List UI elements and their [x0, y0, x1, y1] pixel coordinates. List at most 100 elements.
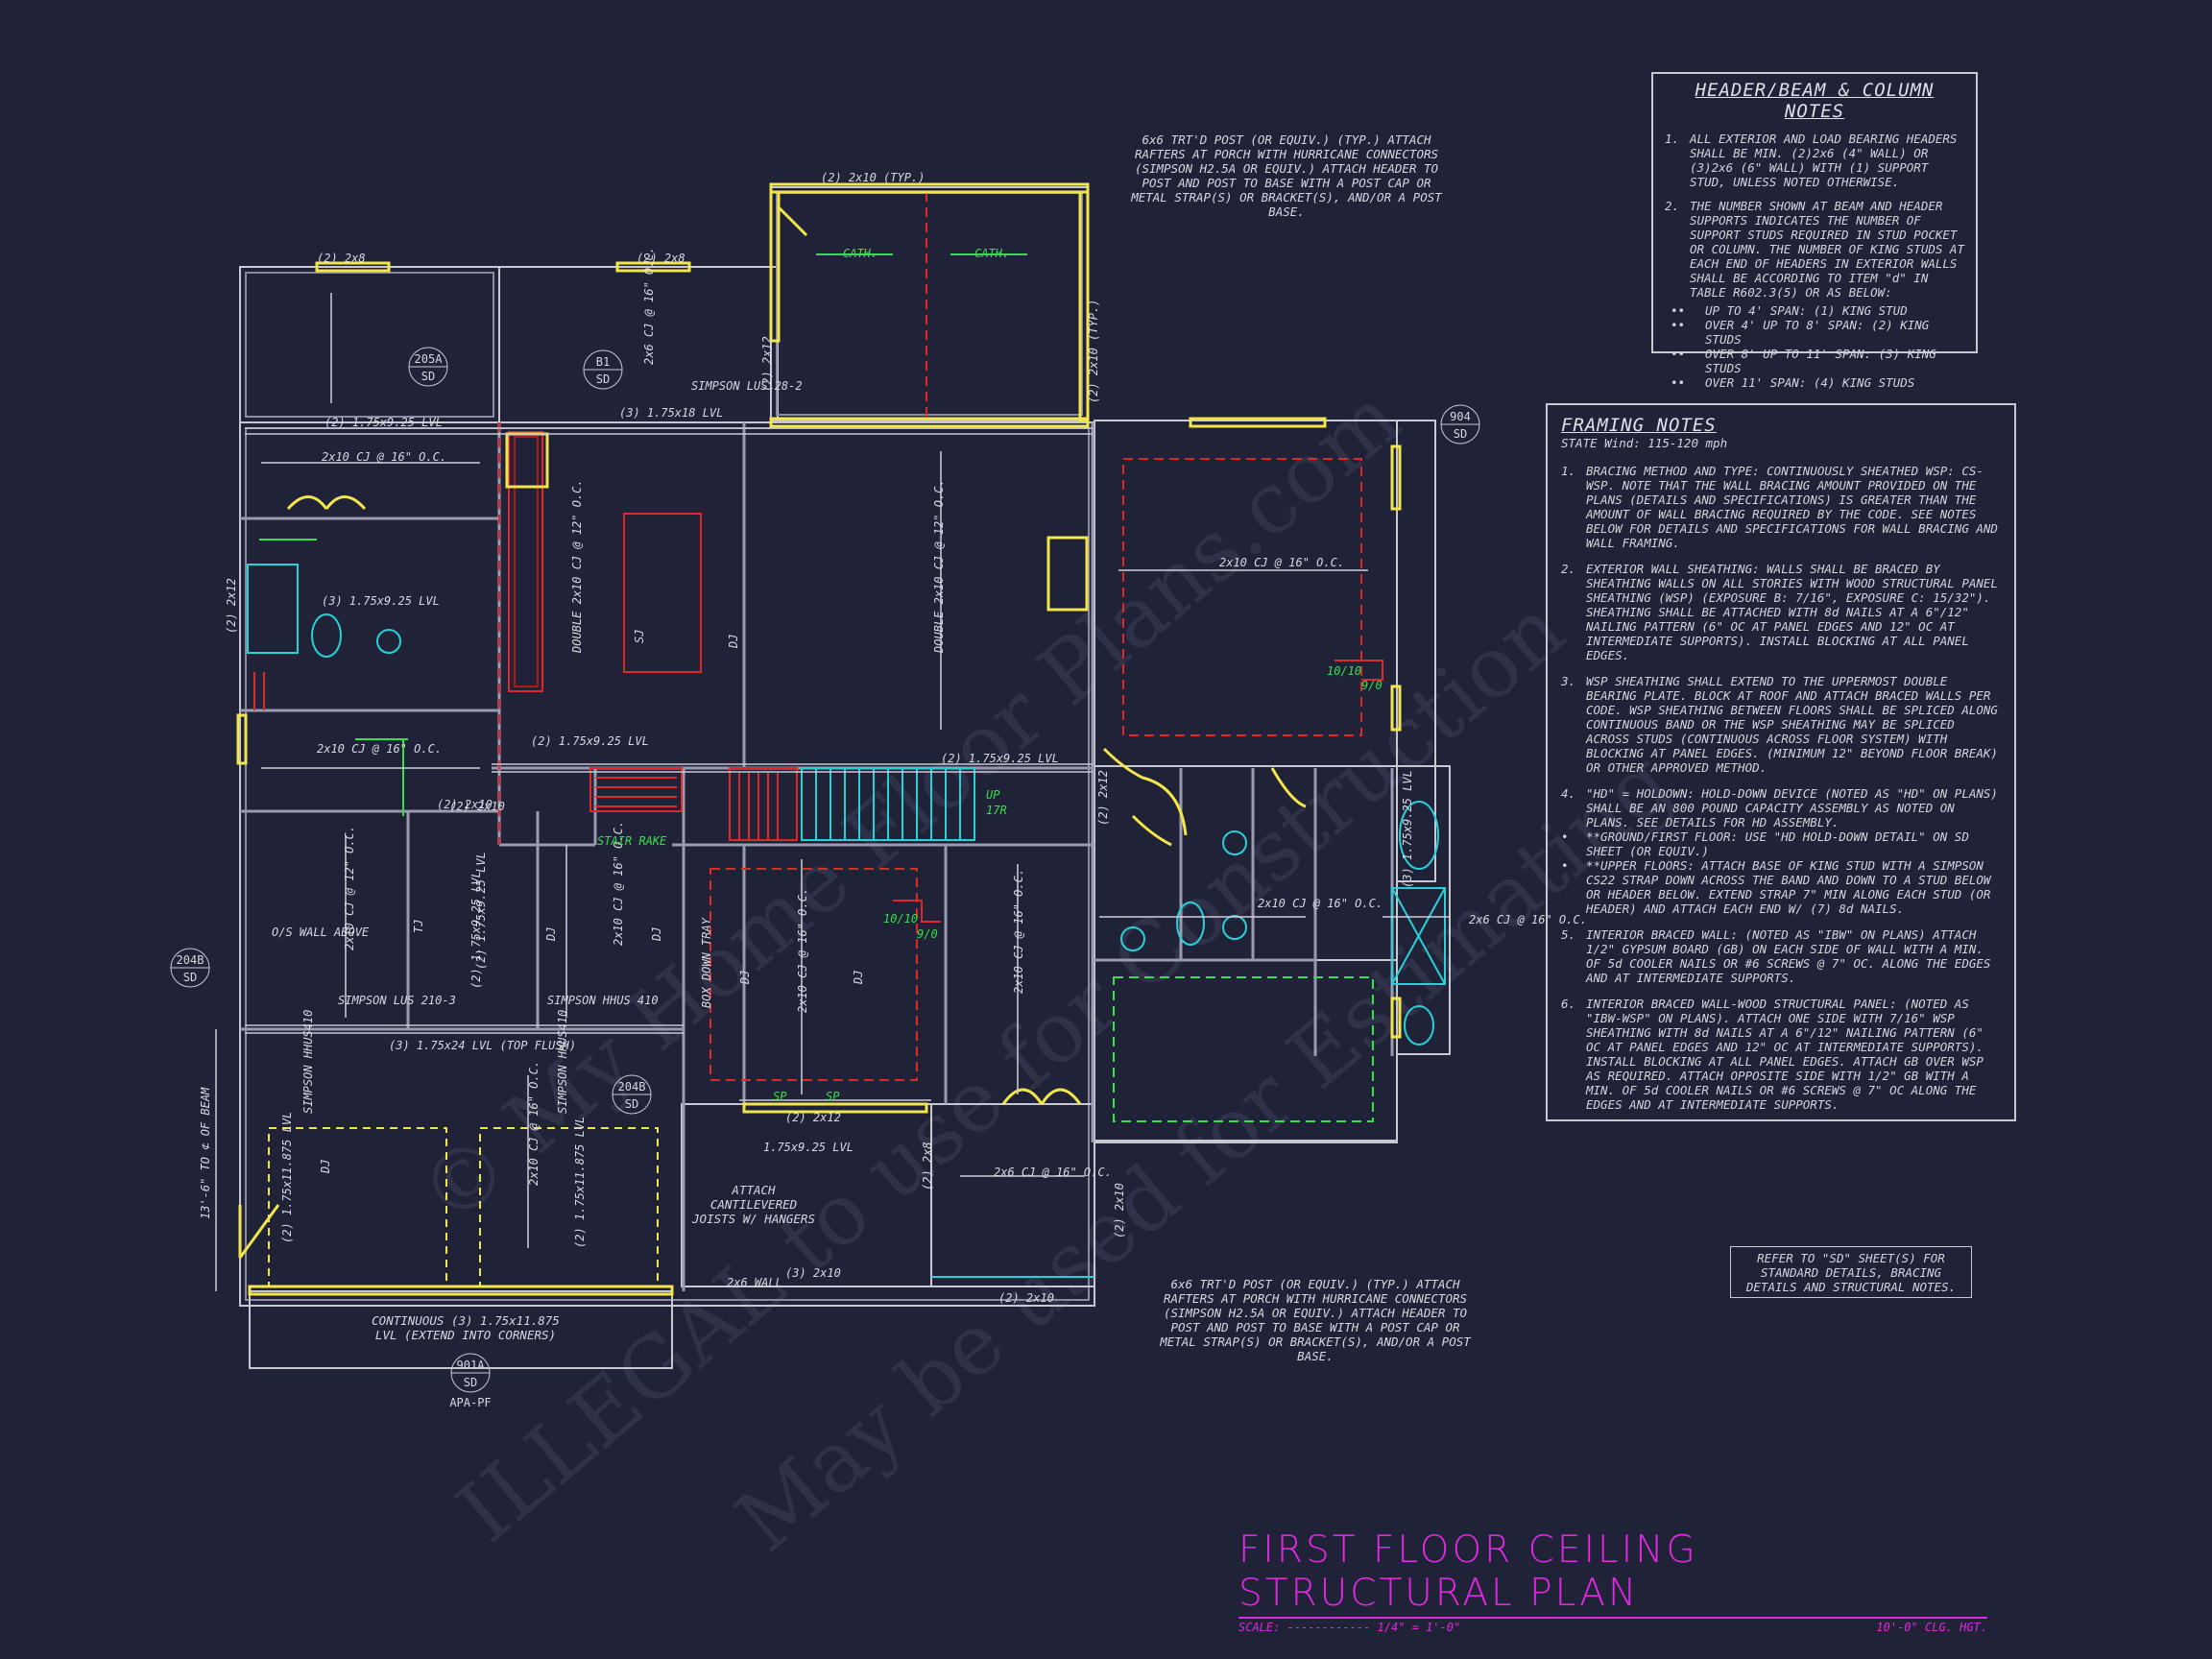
framing-note-item: 3.WSP SHEATHING SHALL EXTEND TO THE UPPE…: [1561, 674, 2001, 775]
label: DOUBLE 2x10 CJ @ 12" O.C.: [570, 479, 584, 654]
note-num: 1.: [1665, 132, 1680, 146]
label: DJ: [852, 971, 865, 985]
label: DJ: [650, 927, 663, 942]
bath-fixtures: [247, 564, 1446, 1278]
label: DJ: [319, 1160, 332, 1174]
label: (3) 1.75x9.25 LVL: [322, 594, 440, 608]
label: (2) 2x10: [449, 800, 505, 813]
header-note-item: 2. THE NUMBER SHOWN AT BEAM AND HEADER SU…: [1665, 199, 1964, 300]
label: (2) 2x12: [785, 1111, 841, 1124]
tag-id: 205A: [415, 352, 444, 366]
label: SIMPSON LUS 210-3: [338, 994, 456, 1007]
tag-id: 204B: [618, 1080, 646, 1094]
tag-sheet: SD: [625, 1097, 638, 1111]
label: (2) 2x12: [1096, 770, 1110, 826]
header-note-bullet: ••UP TO 4' SPAN: (1) KING STUD: [1665, 303, 1964, 318]
header-note-bullet: ••OVER 11' SPAN: (4) KING STUDS: [1665, 375, 1964, 390]
framing-note-item: 5.INTERIOR BRACED WALL: (NOTED AS "IBW" …: [1561, 927, 2001, 985]
label: (2) 1.75x9.25 LVL: [325, 416, 443, 429]
tag-sheet: SD: [183, 971, 197, 984]
beam-dim-label: 13'-6" TO ⊄ OF BEAM: [199, 1087, 212, 1219]
os-wall-label: O/S WALL ABOVE: [272, 926, 370, 939]
label: (2) 1.75x11.875 LVL: [280, 1112, 294, 1243]
tag-sheet: SD: [464, 1376, 477, 1389]
note-text: INTERIOR BRACED WALL-WOOD STRUCTURAL PAN…: [1586, 997, 1984, 1112]
framing-notes-subtitle: STATE Wind: 115-120 mph: [1561, 436, 1728, 450]
note-num: 2.: [1665, 199, 1680, 213]
label: SJ: [633, 630, 646, 643]
tag-id: 901A: [457, 1358, 486, 1372]
note-num: 5.: [1561, 927, 1576, 942]
label: (2) 1.75x9.25 LVL: [474, 852, 488, 970]
label: 2x10 CJ @ 16" O.C.: [1012, 869, 1025, 994]
label: DJ: [544, 927, 558, 942]
label: (2) 2x10: [437, 798, 493, 811]
header-beam-notes: HEADER/BEAM & COLUMN NOTES 1.ALL EXTERIO…: [1651, 72, 1978, 390]
framing-note-item: •**UPPER FLOORS: ATTACH BASE OF KING STU…: [1561, 858, 2001, 916]
box-down-label: BOX DOWN TRAY: [700, 917, 713, 1008]
label: 10/10: [1327, 664, 1361, 678]
framing-notes: FRAMING NOTES STATE Wind: 115-120 mph 1.…: [1546, 403, 2016, 1121]
tag-id: B1: [596, 355, 610, 369]
label: SP: [773, 1090, 787, 1103]
note-num: 2.: [1561, 562, 1576, 576]
label: 2x10 CJ @ 12" O.C.: [343, 826, 356, 950]
label: (2) 2x12: [225, 578, 238, 634]
label: (2) 2x10 (TYP.): [1087, 300, 1100, 403]
note-num: •: [1561, 830, 1569, 844]
label: (2) 2x8: [921, 1142, 934, 1190]
detail-tag: 205A SD: [408, 347, 448, 387]
note-text: "HD" = HOLDOWN: HOLD-DOWN DEVICE (NOTED …: [1586, 786, 1998, 830]
cath-left-label: CATH.: [843, 247, 878, 260]
bullet-text: OVER 4' UP TO 8' SPAN: (2) KING STUDS: [1705, 318, 1930, 347]
label: (2) 2x8: [637, 252, 685, 265]
framing-note-item: 1.BRACING METHOD AND TYPE: CONTINUOUSLY …: [1561, 464, 2001, 550]
label: (2) 2x10: [998, 1291, 1054, 1305]
porch-bottom-callout: 6x6 TRT'D POST (OR EQUIV.) (TYP.) ATTACH…: [1160, 1277, 1471, 1363]
cantilever-callout: ATTACH CANTILEVERED JOISTS W/ HANGERS: [692, 1183, 815, 1226]
label: SIMPSON HHUS410: [301, 1010, 315, 1114]
bullet-text: UP TO 4' SPAN: (1) KING STUD: [1705, 303, 1908, 318]
kitchen-counters: [508, 431, 798, 841]
label: 2x10 CJ @ 16" O.C.: [612, 821, 625, 946]
label: 2x10 CJ @ 16" O.C.: [1219, 556, 1344, 569]
label: TJ: [412, 920, 425, 933]
title-block: FIRST FLOOR CEILING STRUCTURAL PLAN SCAL…: [1238, 1528, 1987, 1634]
label: (3) 1.75x9.25 LVL: [1401, 770, 1414, 888]
label: SIMPSON HHUS 410: [547, 994, 659, 1007]
label: (2) 2x10: [1113, 1183, 1126, 1238]
label: 1.75x9.25 LVL: [763, 1141, 854, 1154]
detail-tag: 204B SD: [612, 1074, 652, 1115]
label: (2) 2x10 (TYP.): [821, 171, 925, 184]
label: 2x6 CJ @ 16" O.C.: [994, 1166, 1112, 1179]
framing-note-item: 6.INTERIOR BRACED WALL-WOOD STRUCTURAL P…: [1561, 997, 2001, 1112]
header-note-item: 1.ALL EXTERIOR AND LOAD BEARING HEADERS …: [1665, 132, 1964, 189]
tag-sheet: SD: [421, 370, 435, 383]
stair-hatch: [253, 672, 779, 840]
joist-arrows: [215, 293, 1450, 1291]
stair-rake-label: STAIR RAKE: [597, 834, 667, 848]
bullet-text: OVER 8' UP TO 11' SPAN: (3) KING STUDS: [1705, 347, 1936, 375]
note-text: THE NUMBER SHOWN AT BEAM AND HEADER SUPP…: [1690, 199, 1964, 300]
label: SP: [826, 1090, 840, 1103]
scale-group: SCALE: ------------ 1/4" = 1'-0": [1238, 1621, 1460, 1634]
plan-labels: (2) 2x8 (2) 2x8 (2) 2x10 (TYP.) (2) 2x10…: [199, 171, 1587, 1305]
ceiling-height: 10'-0" CLG. HGT.: [1876, 1621, 1987, 1634]
label: (3) 1.75x24 LVL (TOP FLUSH): [389, 1039, 576, 1052]
green-elements: [259, 253, 1374, 1122]
tag-id: 204B: [177, 953, 204, 967]
label: 2x10 CJ @ 16" O.C.: [317, 742, 442, 756]
note-num: 1.: [1561, 464, 1576, 478]
beams: [245, 427, 1093, 1101]
continuous-lvl-callout: CONTINUOUS (3) 1.75x11.875 LVL (EXTEND I…: [372, 1313, 560, 1342]
title-underline: [1238, 1617, 1987, 1619]
scale-row: SCALE: ------------ 1/4" = 1'-0" 10'-0" …: [1238, 1621, 1987, 1634]
label: 9/0: [1361, 679, 1382, 692]
detail-tag: 204B SD: [170, 948, 210, 988]
label: DOUBLE 2x10 CJ @ 12" O.C.: [932, 479, 946, 654]
tag-id: 904: [1450, 410, 1471, 423]
framing-note-item: 2.EXTERIOR WALL SHEATHING: WALLS SHALL B…: [1561, 562, 2001, 662]
